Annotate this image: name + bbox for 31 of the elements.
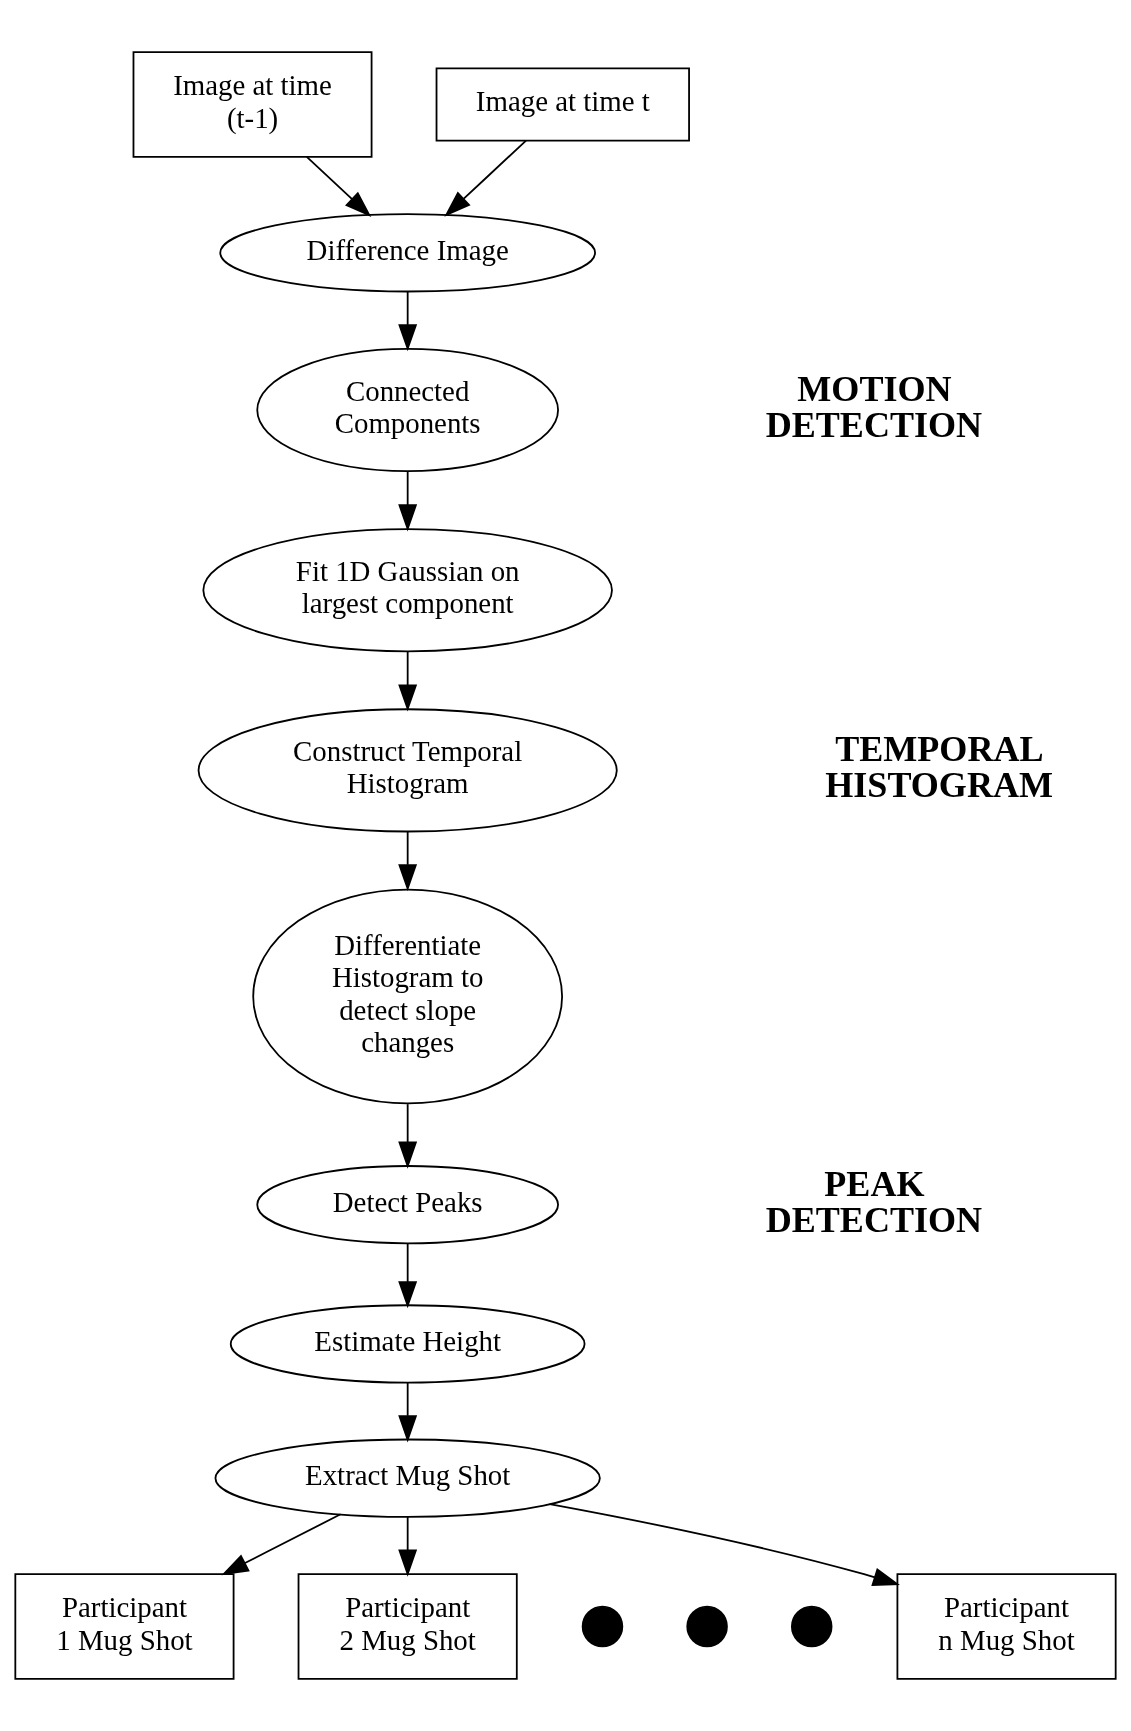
arrow xyxy=(398,650,418,712)
node-box: Participant n Mug Shot xyxy=(896,1573,1117,1680)
node-ellipse: Difference Image xyxy=(219,213,596,293)
node-ellipse: Detect Peaks xyxy=(256,1165,559,1245)
node-box: Participant 1 Mug Shot xyxy=(14,1573,235,1680)
node-box: Image at time t xyxy=(435,67,690,142)
label: TEMPORAL HISTOGRAM xyxy=(825,729,1054,806)
arrow xyxy=(398,470,418,532)
node-ellipse: Extract Mug Shot xyxy=(214,1438,601,1518)
arrow xyxy=(398,1242,418,1309)
arrow xyxy=(398,1515,418,1577)
arrow xyxy=(398,1103,418,1169)
arrow xyxy=(305,156,372,218)
arrow xyxy=(398,290,418,352)
arrow xyxy=(444,139,527,217)
node-circle xyxy=(791,1605,833,1648)
node-box: Participant 2 Mug Shot xyxy=(297,1573,518,1680)
arrow xyxy=(548,1503,900,1587)
node-circle xyxy=(581,1605,624,1648)
node-circle xyxy=(686,1605,728,1648)
node-ellipse: Construct Temporal Histogram xyxy=(197,708,618,833)
node-ellipse: Estimate Height xyxy=(229,1304,586,1384)
arrow xyxy=(398,830,418,892)
arrow xyxy=(221,1513,342,1576)
node-ellipse: Connected Components xyxy=(256,348,559,473)
node-ellipse: Fit 1D Gaussian on largest component xyxy=(202,528,613,653)
node-ellipse: Differentiate Histogram to detect slope changes xyxy=(252,888,563,1105)
label: MOTION DETECTION xyxy=(765,369,983,446)
node-box: Image at time (t-1) xyxy=(132,51,373,158)
arrow xyxy=(398,1381,418,1443)
label: PEAK DETECTION xyxy=(765,1163,983,1240)
